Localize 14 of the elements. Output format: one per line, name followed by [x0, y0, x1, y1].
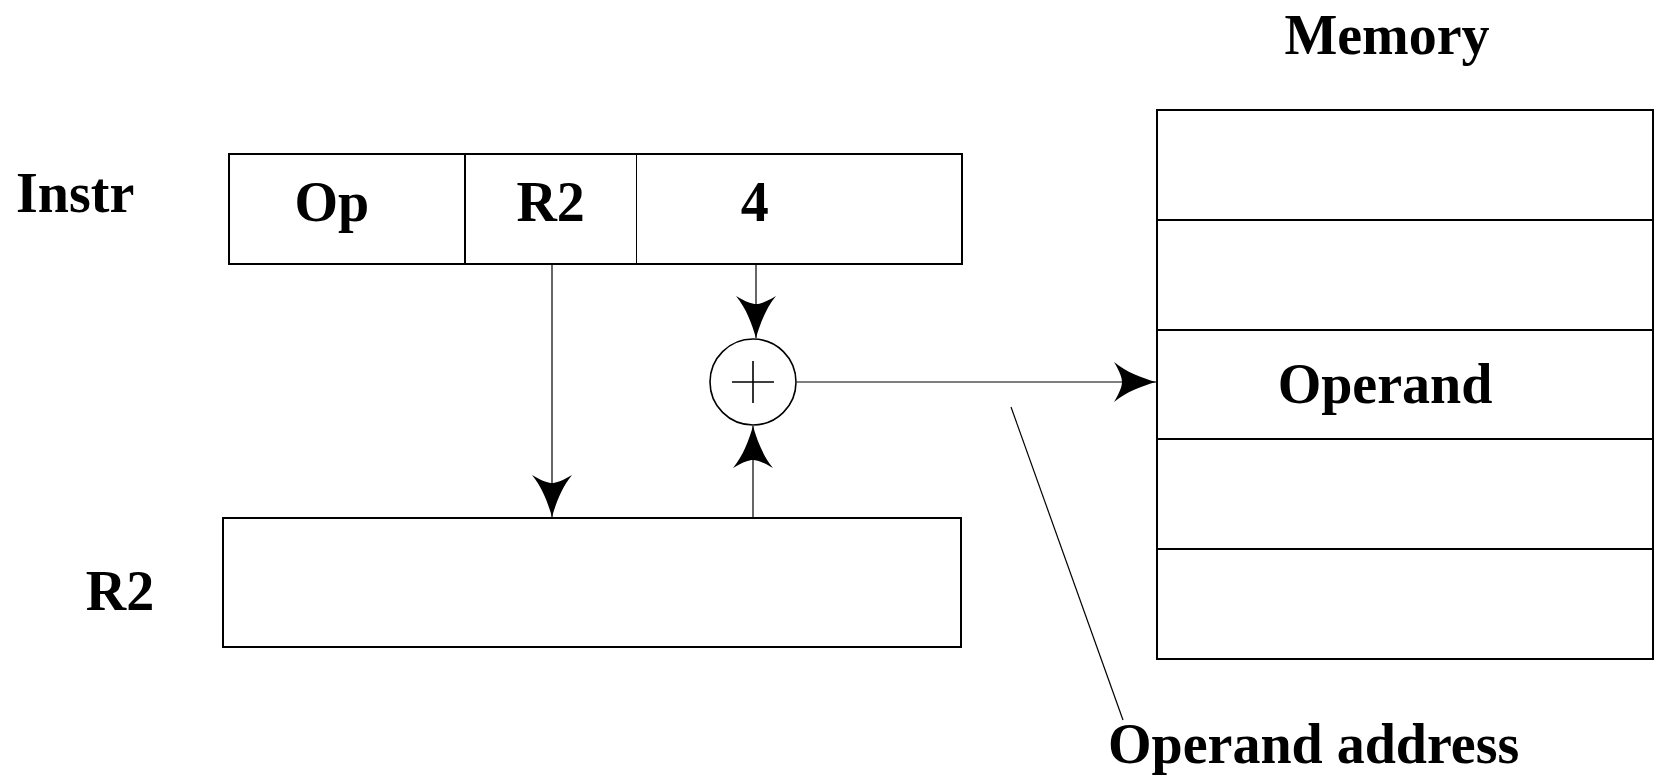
field-text: R2: [516, 174, 585, 230]
memory-cell: [1156, 438, 1654, 551]
field-text: 4: [740, 174, 769, 230]
register-label: R2: [85, 563, 155, 619]
register-label: Instr: [16, 165, 135, 221]
memory-cell: [1156, 328, 1654, 441]
cell-text: Operand: [1277, 356, 1493, 413]
register-box: [222, 517, 962, 648]
memory-cell: [1156, 109, 1654, 221]
memory-cell: [1156, 548, 1654, 660]
instruction-register: [228, 153, 963, 265]
leader-line: [1010, 406, 1124, 721]
adder-circle: [709, 338, 797, 426]
memory-cell: [1156, 218, 1654, 331]
